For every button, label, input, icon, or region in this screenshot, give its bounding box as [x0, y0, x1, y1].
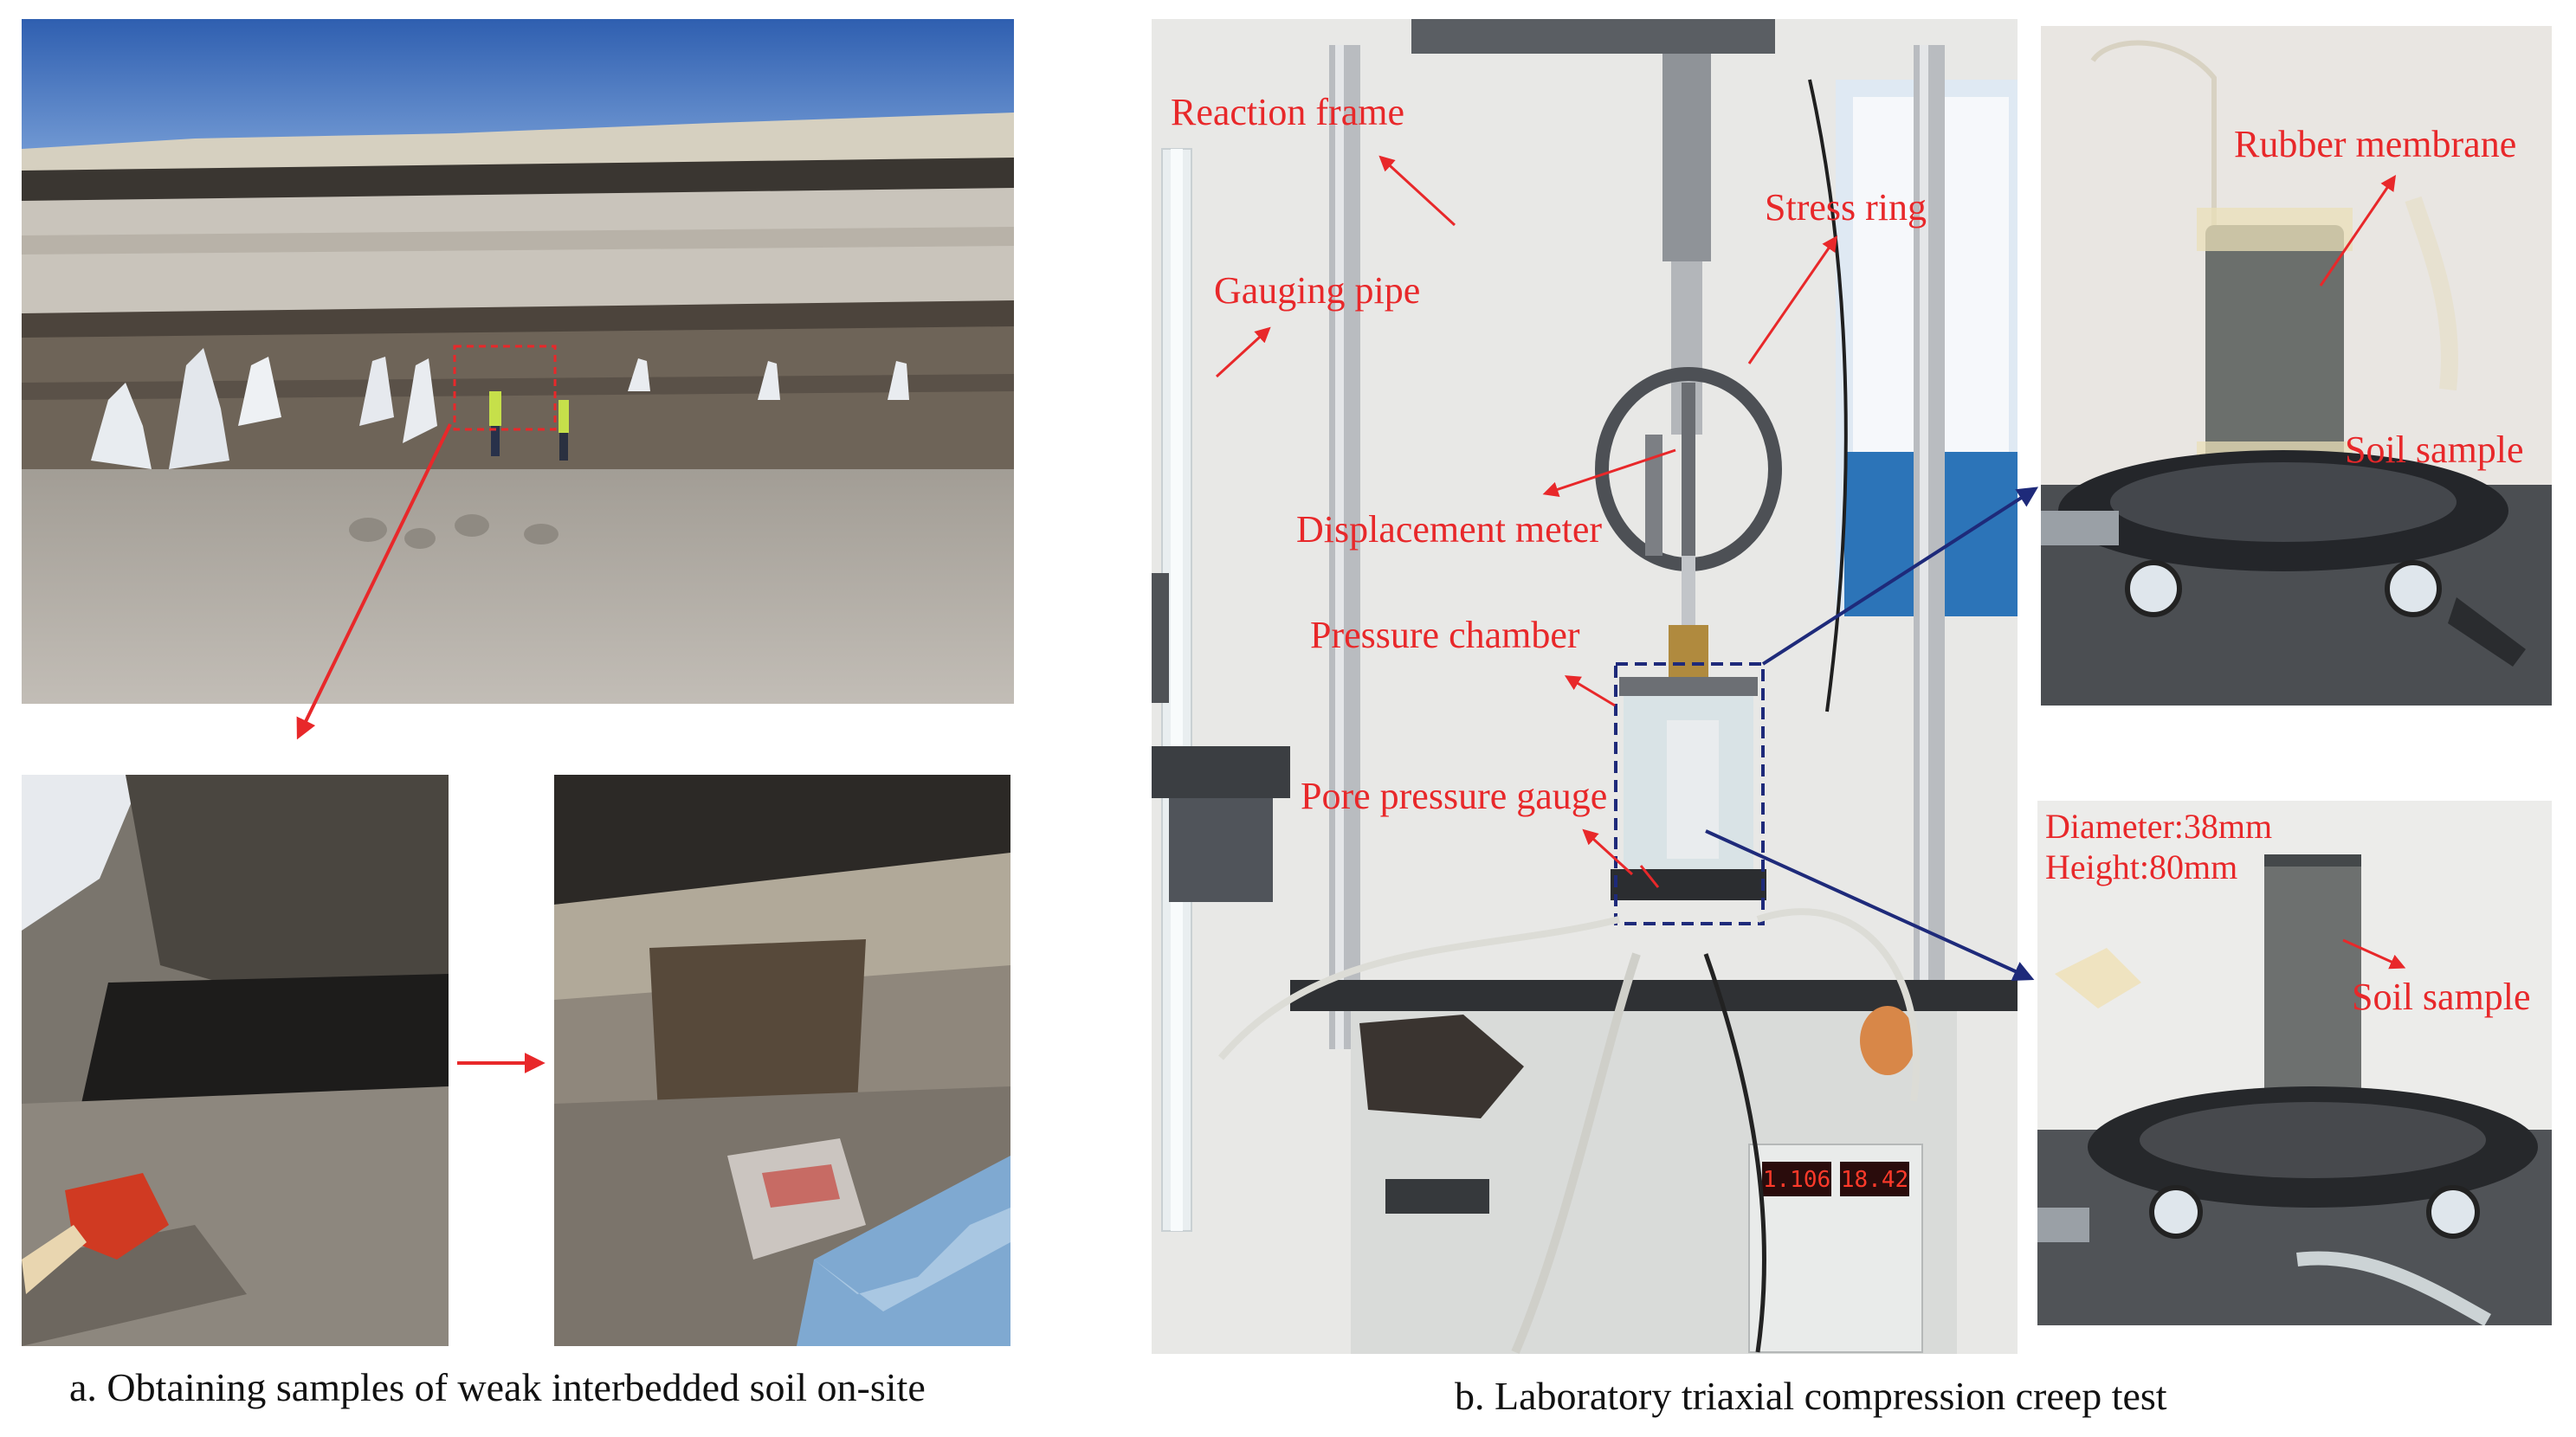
- label-pressure-chamber: Pressure chamber: [1310, 614, 1580, 656]
- site-excavation-photo: [22, 19, 1014, 704]
- label-displacement-meter: Displacement meter: [1296, 508, 1603, 551]
- rubber-membrane-inset-photo: [2041, 26, 2552, 706]
- caption-panel-a: a. Obtaining samples of weak interbedded…: [69, 1365, 926, 1409]
- soil-closeup-photo-sample-bag: [554, 775, 1010, 1346]
- label-soil-sample-top: Soil sample: [2345, 429, 2524, 471]
- controller-display-left: 1.106: [1763, 1167, 1830, 1193]
- controller-display-right: 18.42: [1841, 1167, 1908, 1193]
- label-pore-pressure-gauge: Pore pressure gauge: [1301, 775, 1608, 817]
- label-gauging-pipe: Gauging pipe: [1214, 269, 1421, 312]
- label-soil-sample-bottom: Soil sample: [2352, 976, 2531, 1018]
- soil-sample-dimensions-inset-photo: [2037, 801, 2552, 1325]
- soil-closeup-photo-shovel: [22, 775, 449, 1346]
- label-height: Height:80mm: [2045, 847, 2238, 886]
- label-stress-ring: Stress ring: [1765, 186, 1927, 229]
- caption-panel-b: b. Laboratory triaxial compression creep…: [1455, 1374, 2167, 1418]
- label-diameter: Diameter:38mm: [2045, 807, 2273, 846]
- label-reaction-frame: Reaction frame: [1171, 91, 1404, 133]
- label-rubber-membrane: Rubber membrane: [2234, 123, 2517, 165]
